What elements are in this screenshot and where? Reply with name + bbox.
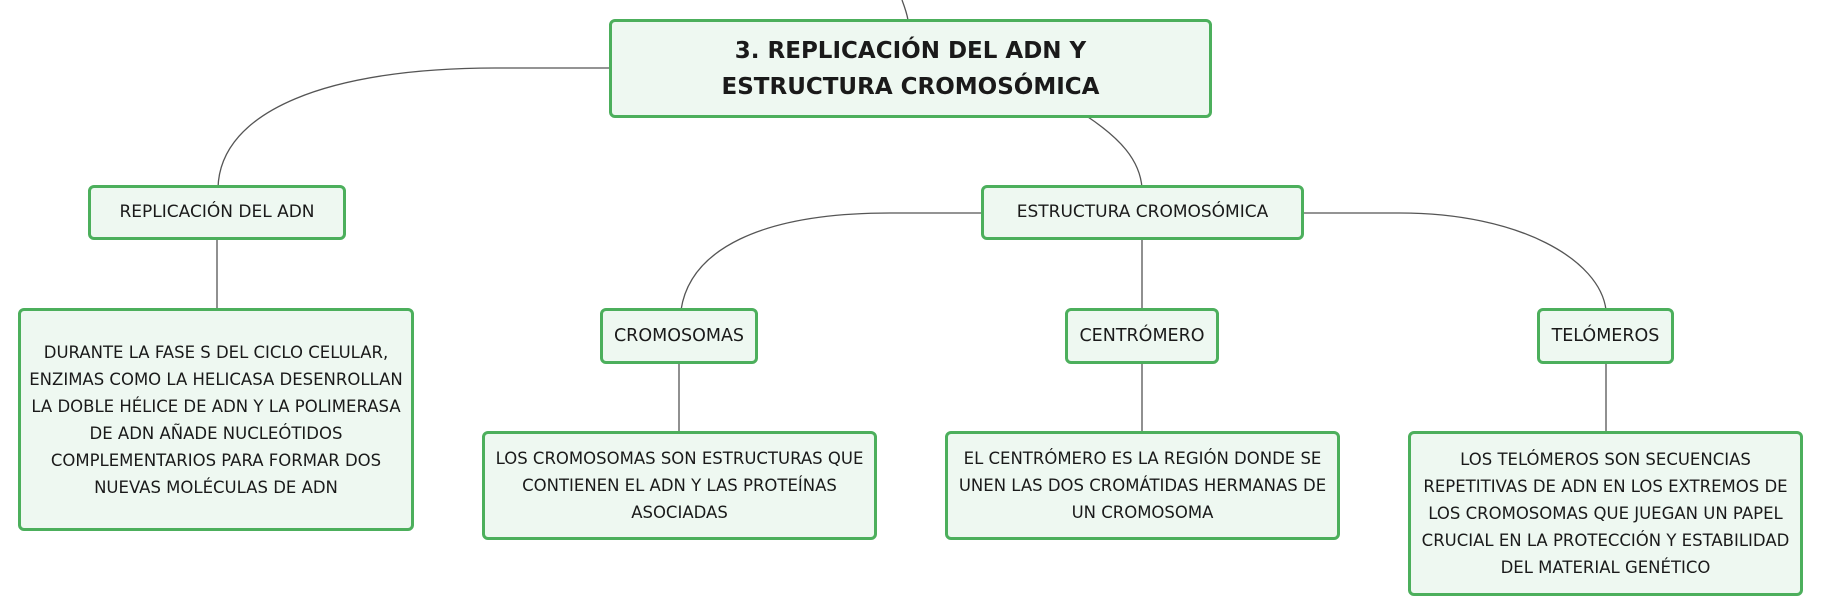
replicacion-detail-text: DURANTE LA FASE S DEL CICLO CELULAR, ENZ… [29, 342, 403, 497]
centromero-topic-label: CENTRÓMERO [1079, 325, 1205, 346]
cromosomas-topic-label: CROMOSOMAS [613, 325, 745, 346]
replicacion-detail-node[interactable]: DURANTE LA FASE S DEL CICLO CELULAR, ENZ… [18, 308, 414, 531]
connector-parent-to-root [901, 0, 909, 21]
telomeros-topic-node[interactable]: TELÓMEROS [1537, 308, 1674, 364]
root-topic-node[interactable]: 3. REPLICACIÓN DEL ADN Y ESTRUCTURA CROM… [609, 19, 1212, 118]
root-topic-label: 3. REPLICACIÓN DEL ADN Y ESTRUCTURA CROM… [721, 37, 1100, 100]
connector-estructura-to-telomeros [1301, 212, 1607, 311]
estructura-topic-label: ESTRUCTURA CROMOSÓMICA [1016, 202, 1269, 222]
cromosomas-topic-node[interactable]: CROMOSOMAS [600, 308, 758, 364]
telomeros-detail-text: LOS TELÓMEROS SON SECUENCIAS REPETITIVAS… [1421, 450, 1790, 577]
telomeros-detail-node[interactable]: LOS TELÓMEROS SON SECUENCIAS REPETITIVAS… [1408, 431, 1803, 596]
connector-root-to-replicacion [217, 67, 612, 189]
estructura-topic-node[interactable]: ESTRUCTURA CROMOSÓMICA [981, 185, 1304, 240]
replicacion-topic-label: REPLICACIÓN DEL ADN [119, 202, 315, 222]
cromosomas-detail-node[interactable]: LOS CROMOSOMAS SON ESTRUCTURAS QUE CONTI… [482, 431, 877, 540]
centromero-detail-text: EL CENTRÓMERO ES LA REGIÓN DONDE SE UNEN… [958, 449, 1327, 522]
centromero-detail-node[interactable]: EL CENTRÓMERO ES LA REGIÓN DONDE SE UNEN… [945, 431, 1340, 540]
telomeros-topic-label: TELÓMEROS [1551, 325, 1660, 346]
connector-estructura-to-cromosomas [680, 212, 983, 311]
replicacion-topic-node[interactable]: REPLICACIÓN DEL ADN [88, 185, 346, 240]
cromosomas-detail-text: LOS CROMOSOMAS SON ESTRUCTURAS QUE CONTI… [495, 449, 864, 522]
centromero-topic-node[interactable]: CENTRÓMERO [1065, 308, 1219, 364]
connector-root-to-estructura [1084, 114, 1143, 189]
